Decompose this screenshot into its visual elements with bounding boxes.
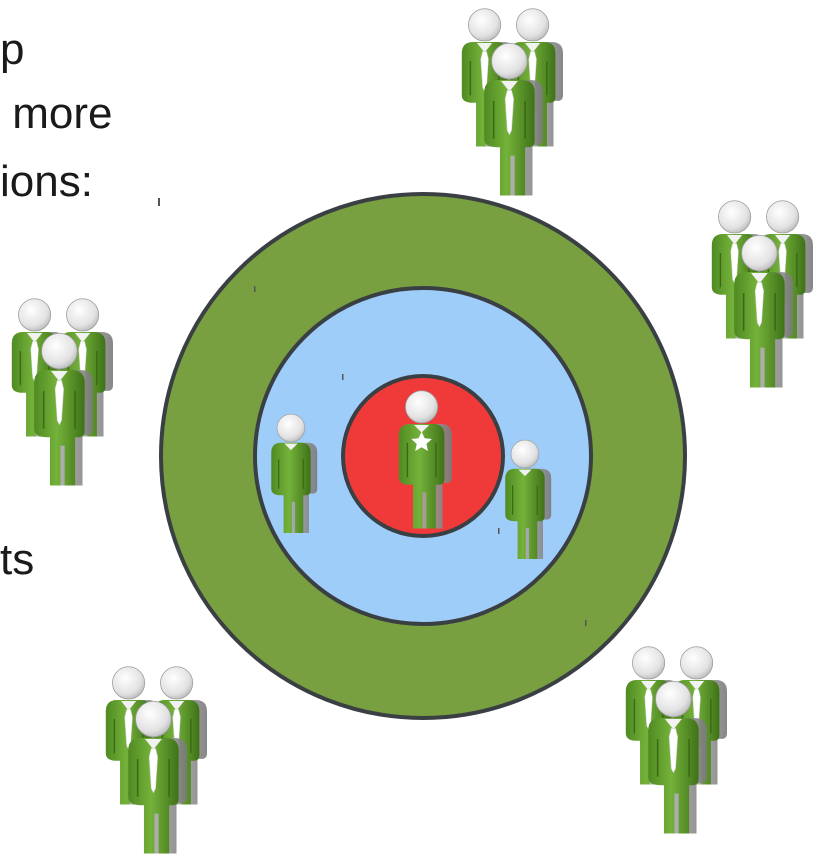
text-fragment-3: ions: (0, 157, 93, 206)
people-group-icon (626, 647, 727, 834)
people-group-icon (106, 667, 207, 854)
text-fragment-2: more (0, 89, 113, 138)
people-group-icon (712, 201, 813, 388)
text-fragment-4: ts (0, 535, 35, 584)
text-fragment-1: p (0, 25, 25, 74)
people-group-icon (12, 299, 113, 486)
person-star-icon (398, 390, 453, 530)
people-group-icon (462, 9, 563, 196)
star-icon (411, 431, 432, 451)
